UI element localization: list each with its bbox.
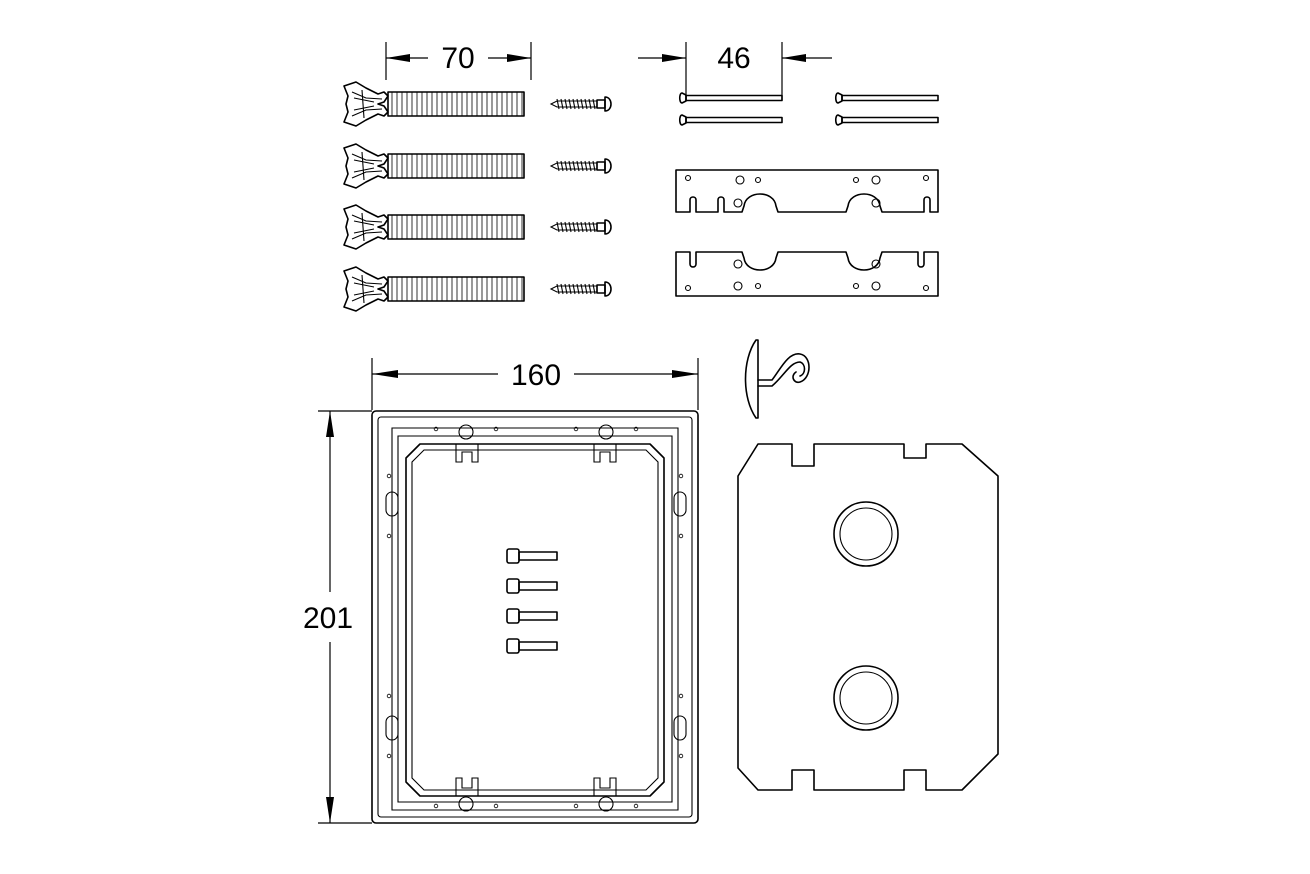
hook bbox=[744, 339, 810, 419]
dimension-160: 160 bbox=[371, 358, 699, 410]
anchor-ribs bbox=[391, 92, 523, 301]
wood-screws bbox=[550, 96, 612, 297]
wood-screw bbox=[550, 219, 612, 235]
frame-screw bbox=[506, 638, 558, 654]
threaded-rods bbox=[678, 92, 939, 126]
dimension-201: 201 bbox=[303, 410, 372, 824]
frame-screws bbox=[506, 548, 558, 654]
wall-anchors bbox=[343, 81, 525, 312]
threaded-rod bbox=[678, 92, 783, 104]
wood-screw bbox=[550, 96, 612, 112]
threaded-rod bbox=[678, 114, 783, 126]
frame-screw bbox=[506, 578, 558, 594]
frame-screw bbox=[506, 548, 558, 564]
dimension-201-label: 201 bbox=[303, 602, 353, 635]
dimension-70-label: 70 bbox=[441, 42, 474, 75]
mounting-plate-bottom bbox=[675, 251, 939, 297]
wood-screw bbox=[550, 281, 612, 297]
dimension-46: 46 bbox=[638, 42, 832, 100]
wood-screw bbox=[550, 158, 612, 174]
threaded-rod bbox=[834, 92, 939, 104]
threaded-rod bbox=[834, 114, 939, 126]
protective-plate bbox=[737, 443, 999, 791]
mounting-plate-top bbox=[675, 169, 939, 213]
mounting-frame bbox=[371, 410, 699, 824]
dimension-70: 70 bbox=[385, 42, 532, 80]
dimension-46-label: 46 bbox=[717, 42, 750, 75]
frame-screw bbox=[506, 608, 558, 624]
dimension-160-label: 160 bbox=[511, 359, 561, 392]
